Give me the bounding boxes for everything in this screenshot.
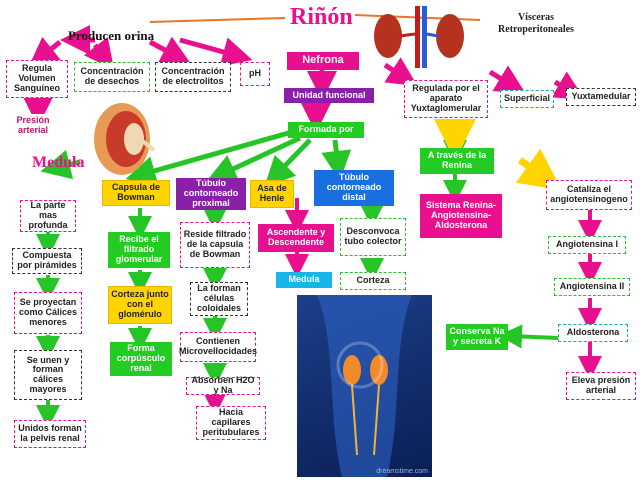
unidad-funcional-box: Unidad funcional (284, 88, 374, 103)
celulas-coloidales-box: La forman células coloidales (190, 282, 248, 316)
ascendente-box: Ascendente y Descendente (258, 224, 334, 252)
tubo-colector-box: Desconvoca tubo colector (340, 218, 406, 256)
capilares-box: Hacia capilares peritubulares (196, 406, 266, 440)
corpusculo-renal-box: Forma corpúsculo renal (110, 342, 172, 376)
watermark: dreamstime.com (376, 468, 428, 475)
renina-box: A través de la Renina (420, 148, 494, 174)
reside-filtrado-box: Reside filtrado de la capsula de Bowman (180, 222, 250, 268)
regula-volumen-box: Regula Volumen Sanguíneo (6, 60, 68, 98)
medula-item-2: Compuesta por pirámides (12, 248, 82, 274)
formada-por-box: Formada por (288, 122, 364, 138)
medula-item-5: Unidos forman la pelvis renal (14, 420, 86, 448)
microvellocidades-box: Contienen Microvellocidades (179, 332, 257, 362)
cataliza-box: Cataliza el angiotensinogeno (546, 180, 632, 210)
kidney-section-illustration (94, 103, 156, 175)
presion-arterial-box: Presión arterial (8, 114, 58, 138)
medula-title: Medula (32, 154, 85, 171)
angiotensina-2-box: Angiotensina II (554, 278, 630, 296)
eleva-presion-box: Eleva presión arterial (566, 372, 636, 400)
sistema-raa-box: Sistema Renina-Angiotensina-Aldosterona (420, 194, 502, 238)
aldosterona-box: Aldosterona (558, 324, 628, 342)
tubulo-distal-box: Túbulo contorneado distal (314, 170, 394, 206)
medula-item-4: Se unen y forman cálices mayores (14, 350, 82, 400)
concentracion-desechos-box: Concentración de desechos (74, 62, 150, 92)
conserva-na-box: Conserva Na y secreta K (446, 324, 508, 350)
concentracion-electrolitos-box: Concentración de electrolitos (155, 62, 231, 92)
superficial-box: Superficial (500, 90, 554, 108)
producen-label: Producen orina (68, 28, 155, 43)
kidney-pair-illustration (374, 6, 464, 68)
corteza-glomerulo-box: Corteza junto con el glomérulo (108, 286, 172, 324)
capsula-bowman-box: Capsula de Bowman (102, 180, 170, 206)
visceras-label: Vísceras Retroperitoneales (498, 12, 574, 35)
angiotensina-1-box: Angiotensina I (548, 236, 626, 254)
absorben-box: Absorben H2O y Na (186, 375, 260, 395)
page-title: Riñón (290, 4, 353, 30)
medula-item-3: Se proyectan como Cálices menores (14, 292, 82, 334)
body-illustration: dreamstime.com (297, 295, 432, 477)
yuxtamedular-box: Yuxtamedular (566, 88, 636, 106)
ph-box: pH (240, 62, 270, 86)
medula-item-1: La parte mas profunda (20, 200, 76, 232)
asa-henle-box: Asa de Henle (250, 180, 294, 208)
regulada-box: Regulada por el aparato Yuxtaglomerular (404, 80, 488, 118)
medula-box: Medula (276, 272, 332, 288)
corteza-box: Corteza (340, 272, 406, 290)
nefrona-box: Nefrona (287, 52, 359, 70)
recibe-filtrado-box: Recibe el filtrado glomerular (108, 232, 170, 268)
tubulo-proximal-box: Túbulo contorneado proximal (176, 178, 246, 210)
